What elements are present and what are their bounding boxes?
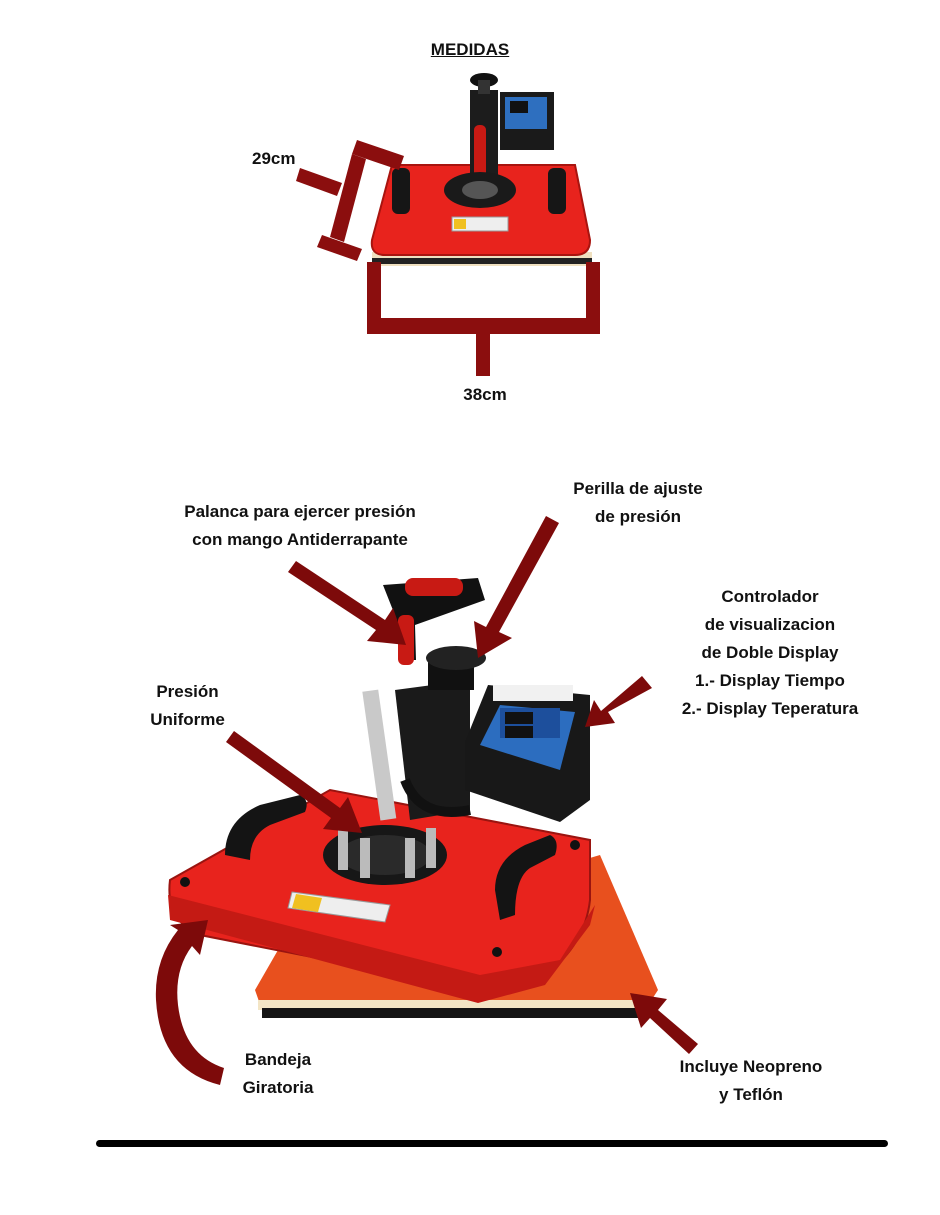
height-dimension-label: 29cm xyxy=(252,149,296,168)
controller-label-line-1: Controlador xyxy=(721,587,819,606)
lever-label-line-1: Palanca para ejercer presión xyxy=(184,502,416,521)
pressure-label: Presión Uniforme xyxy=(130,678,245,734)
controller-label: Controlador de visualizacion de Doble Di… xyxy=(660,583,880,723)
arrow-tray xyxy=(155,920,224,1085)
arrow-lever xyxy=(288,561,406,645)
arrow-knob xyxy=(474,516,559,658)
lever-label: Palanca para ejercer presión con mango A… xyxy=(150,498,450,554)
arrow-pressure xyxy=(226,731,362,833)
controller-label-line-5: 2.- Display Teperatura xyxy=(681,699,859,718)
width-dimension-label: 38cm xyxy=(463,385,507,404)
controller-label-line-2: de visualizacion xyxy=(704,615,836,634)
pressure-label-line-2: Uniforme xyxy=(150,710,225,729)
height-bracket xyxy=(296,140,404,261)
controller-label-line-4: 1.- Display Tiempo xyxy=(695,671,845,690)
knob-label-line-1: Perilla de ajuste xyxy=(573,479,703,498)
knob-label-line-2: de presión xyxy=(595,507,681,526)
bottom-heat-press xyxy=(168,578,658,1018)
neoprene-label-line-1: Incluye Neopreno xyxy=(679,1057,823,1076)
tray-label: Bandeja Giratoria xyxy=(222,1046,334,1102)
controller-label-line-3: de Doble Display xyxy=(701,643,839,662)
neoprene-label-line-2: y Teflón xyxy=(719,1085,783,1104)
lever-label-line-2: con mango Antiderrapante xyxy=(192,530,408,549)
neoprene-label: Incluye Neopreno y Teflón xyxy=(660,1053,842,1109)
pressure-label-line-1: Presión xyxy=(156,682,219,701)
width-bracket xyxy=(367,262,600,376)
arrows xyxy=(155,516,698,1085)
arrow-neoprene xyxy=(630,993,698,1054)
arrow-controller xyxy=(585,676,652,727)
top-heat-press xyxy=(370,73,592,266)
tray-label-line-2: Giratoria xyxy=(242,1078,314,1097)
page-title: MEDIDAS xyxy=(430,40,510,59)
bottom-rule xyxy=(96,1140,888,1147)
knob-label: Perilla de ajuste de presión xyxy=(548,475,728,531)
tray-label-line-1: Bandeja xyxy=(244,1050,312,1069)
